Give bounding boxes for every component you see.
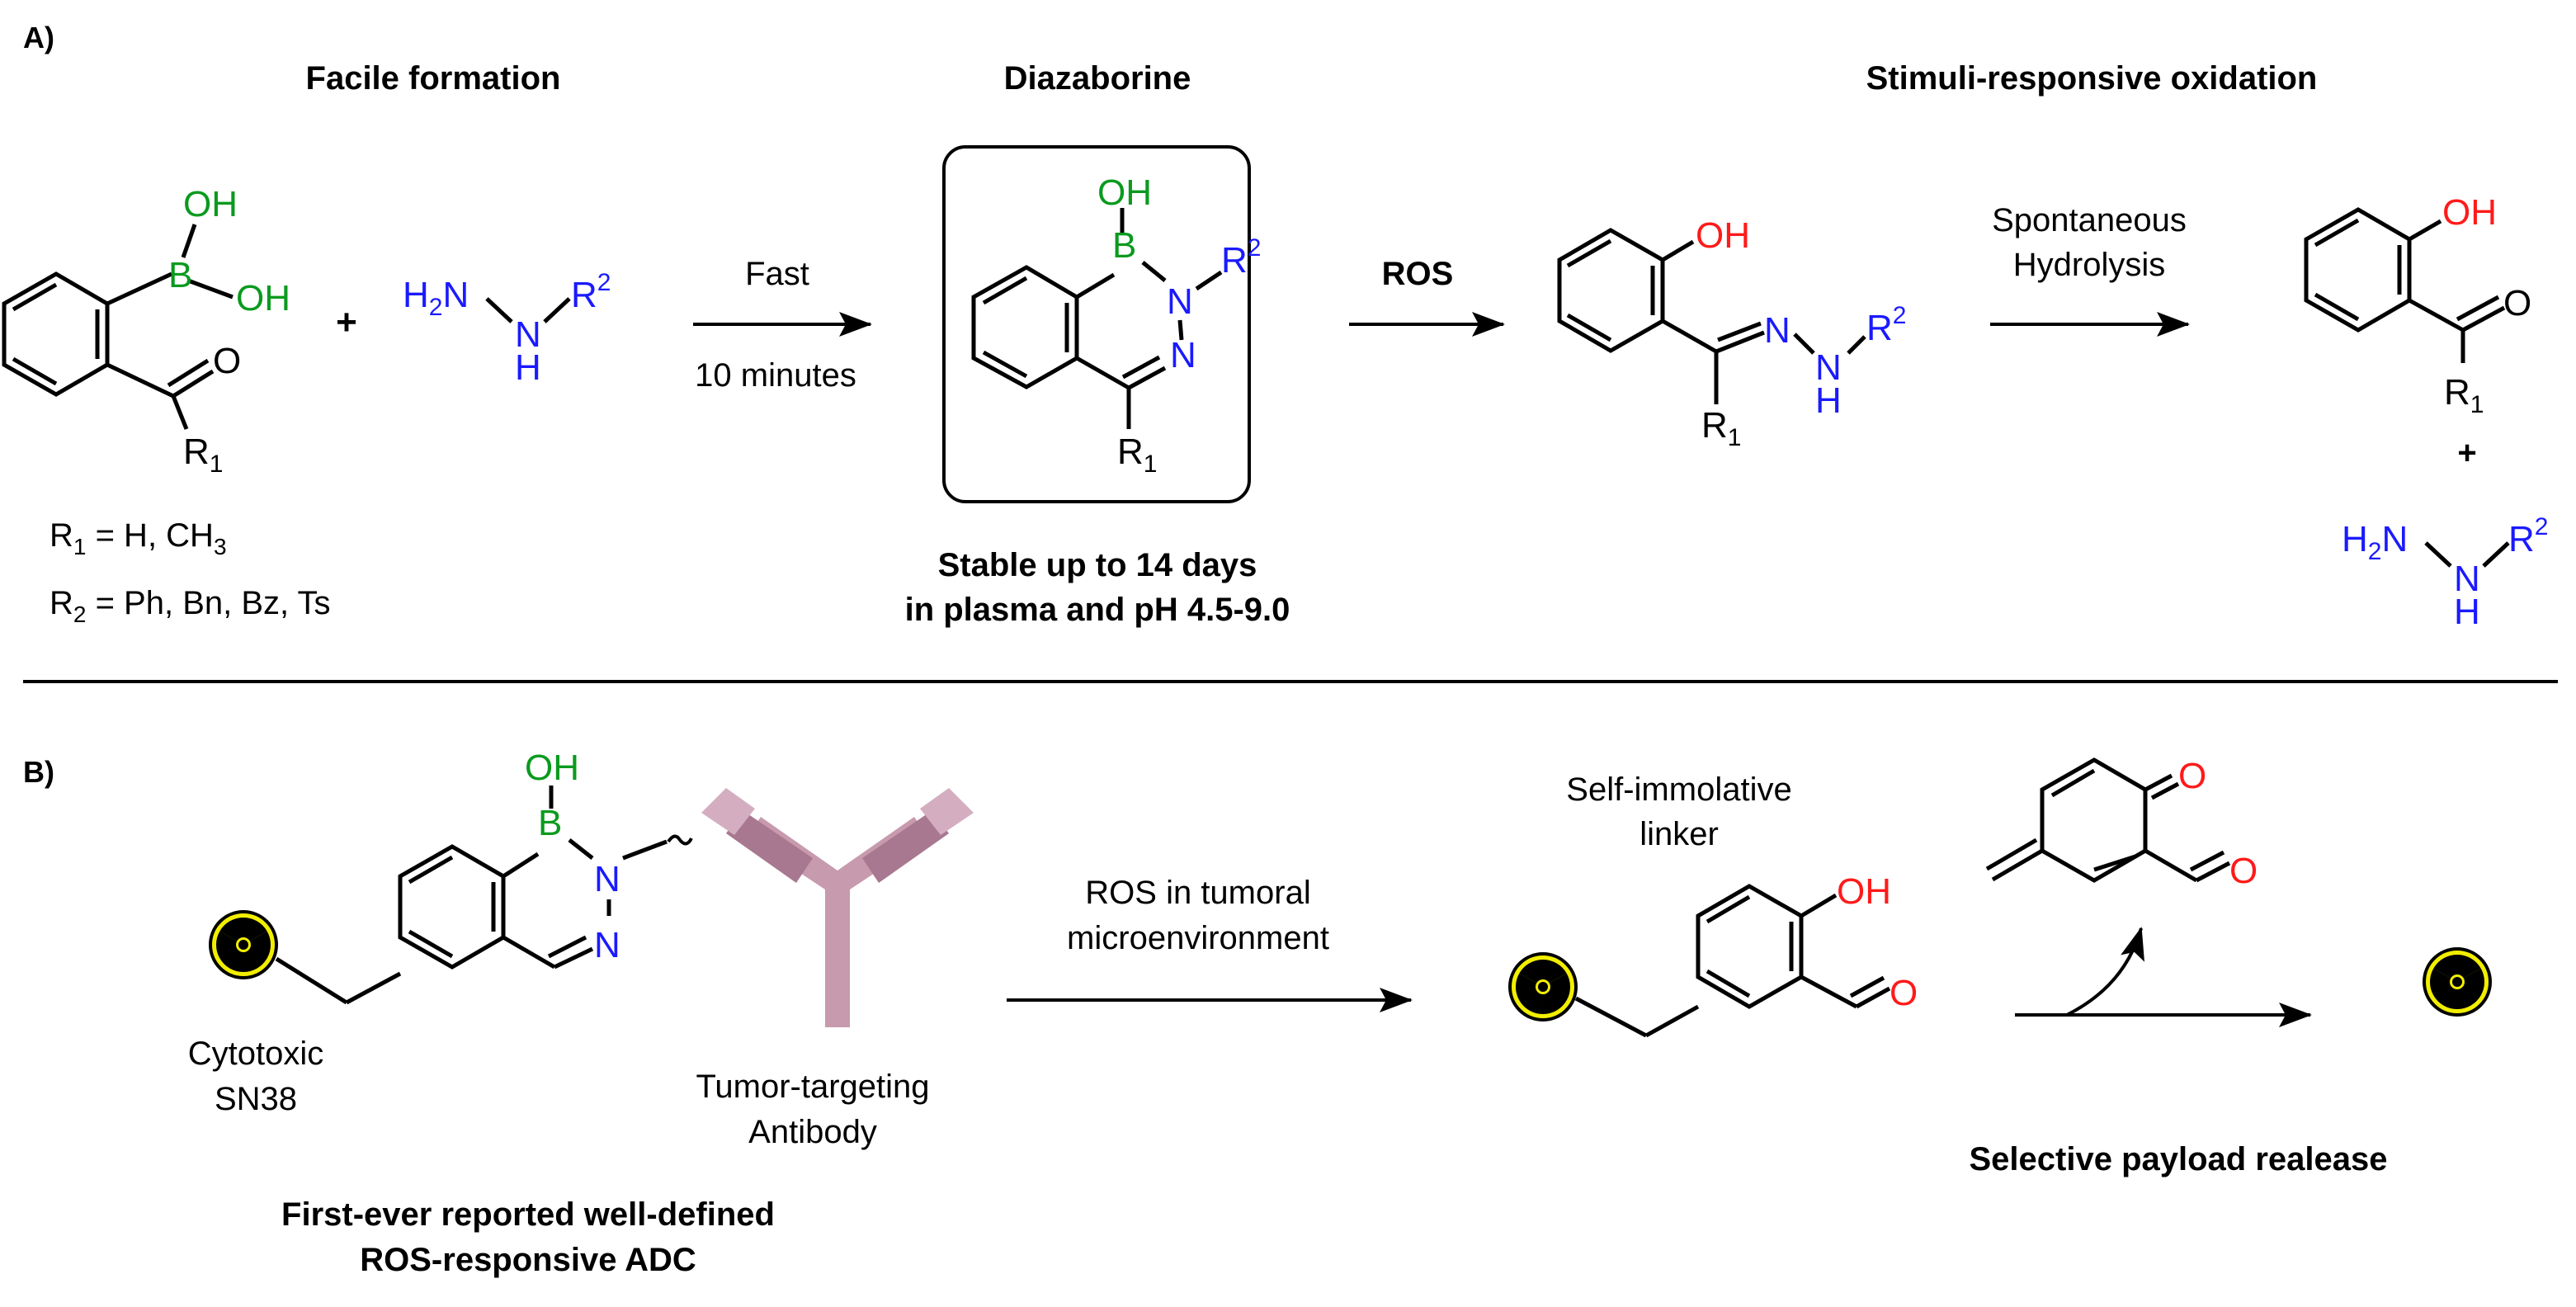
adc-diazaborine-molecule xyxy=(275,786,693,1005)
hydrazine-bonds xyxy=(485,297,571,323)
radiation-icon xyxy=(2418,942,2492,1017)
atom-o: O xyxy=(1890,973,1918,1013)
r2-group: R2 xyxy=(1221,234,1261,281)
atom-n: N xyxy=(1815,347,1842,388)
atom-n: N xyxy=(2454,559,2480,599)
r2-group: R2 xyxy=(1866,302,1906,348)
atom-h: H xyxy=(2454,592,2480,632)
r1-definition: R1 = H, CH3 xyxy=(50,517,227,559)
atom-n: N xyxy=(1167,281,1193,322)
atom-oh: OH xyxy=(183,184,238,224)
arrow1-label-fast: Fast xyxy=(745,256,809,292)
atom-b: B xyxy=(538,803,562,843)
atom-oh: OH xyxy=(2442,192,2497,233)
arrow-b-label-2: microenvironment xyxy=(1067,920,1329,956)
h2n-group: H2N xyxy=(403,275,469,321)
antibody-label-1: Tumor-targeting xyxy=(696,1069,929,1105)
h2n-group: H2N xyxy=(2342,519,2408,565)
atom-n: N xyxy=(594,925,620,965)
atom-oh: OH xyxy=(1097,172,1152,213)
r2-group: R2 xyxy=(2508,513,2548,559)
header-diazaborine: Diazaborine xyxy=(1004,60,1191,97)
stable-text-line1: Stable up to 14 days xyxy=(938,547,1257,583)
panel-a-label: A) xyxy=(23,21,54,54)
atom-o: O xyxy=(2229,851,2258,891)
atom-h: H xyxy=(515,347,541,388)
atom-oh: OH xyxy=(1837,871,1891,912)
atom-oh: OH xyxy=(525,748,579,788)
r1-group: R1 xyxy=(183,432,223,478)
r1-group: R1 xyxy=(1701,405,1741,451)
hydrazone-molecule xyxy=(1557,228,1866,404)
r1-group: R1 xyxy=(2444,372,2484,418)
arrow-byproduct-curve xyxy=(2066,927,2144,1017)
atom-b: B xyxy=(1112,225,1136,266)
plus-sign: + xyxy=(2457,435,2476,471)
atom-n: N xyxy=(1764,310,1790,351)
stable-text-line2: in plasma and pH 4.5-9.0 xyxy=(905,592,1290,628)
linker-molecule xyxy=(1574,884,1891,1038)
radiation-icon xyxy=(204,905,278,979)
arrow2-label-ros: ROS xyxy=(1382,256,1454,292)
first-ever-line1: First-ever reported well-defined xyxy=(281,1196,775,1233)
release-label: Selective payload realease xyxy=(1970,1141,2388,1177)
header-facile-formation: Facile formation xyxy=(306,60,561,97)
r2-group: R2 xyxy=(571,269,611,315)
atom-oh: OH xyxy=(1696,215,1750,256)
radiation-icon xyxy=(1503,947,1578,1022)
hydrazine-bonds xyxy=(2424,541,2510,568)
atom-n: N xyxy=(1170,335,1196,375)
atom-o: O xyxy=(2178,756,2206,796)
cytotoxic-label-1: Cytotoxic xyxy=(188,1036,324,1072)
arrow3-label-hydrolysis: Hydrolysis xyxy=(2013,247,2165,283)
salicyl-ketone-molecule xyxy=(2304,207,2506,363)
linker-label-2: linker xyxy=(1639,816,1719,852)
atom-n: N xyxy=(594,859,620,899)
cytotoxic-label-2: SN38 xyxy=(215,1081,297,1117)
header-stimuli-responsive: Stimuli-responsive oxidation xyxy=(1866,60,2318,97)
first-ever-line2: ROS-responsive ADC xyxy=(360,1242,696,1278)
diazaborine-box xyxy=(942,145,1251,503)
r1-group: R1 xyxy=(1117,432,1157,478)
arrow1-label-time: 10 minutes xyxy=(695,357,856,394)
r2-definition: R2 = Ph, Bn, Bz, Ts xyxy=(50,585,331,627)
arrow3-label-spontaneous: Spontaneous xyxy=(1992,202,2187,238)
atom-b: B xyxy=(168,255,192,295)
diazaborine-molecule xyxy=(971,208,1223,429)
atom-h: H xyxy=(1815,380,1842,421)
boronic-acid-molecule xyxy=(2,224,234,430)
antibody-label-2: Antibody xyxy=(748,1114,877,1150)
atom-o: O xyxy=(2503,283,2531,323)
linker-label-1: Self-immolative xyxy=(1566,771,1791,808)
antibody-icon xyxy=(701,788,974,1027)
quinone-methide-molecule xyxy=(1985,757,2231,883)
atom-oh: OH xyxy=(236,278,290,318)
arrow-b-label-1: ROS in tumoral xyxy=(1085,875,1310,911)
plus-sign: + xyxy=(336,302,357,342)
atom-n: N xyxy=(515,314,541,355)
atom-o: O xyxy=(213,341,241,381)
panel-b-label: B) xyxy=(23,755,54,789)
